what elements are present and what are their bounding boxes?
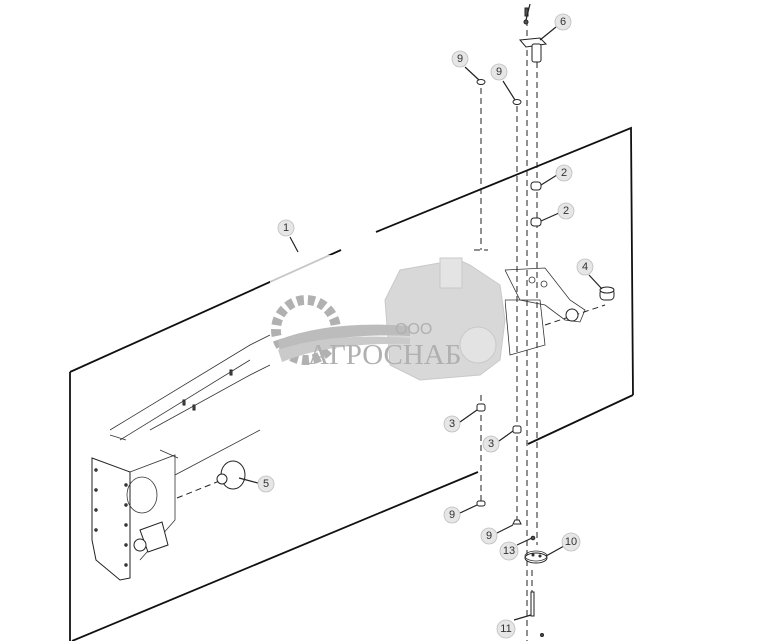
part-5-cap <box>216 460 246 490</box>
callout-label: 3 <box>488 438 494 450</box>
callout-label: 10 <box>565 536 577 548</box>
callout-3a: 3 <box>443 415 461 433</box>
callout-9c: 9 <box>443 506 461 524</box>
callout-6: 6 <box>554 13 572 31</box>
harvester-watermark-icon <box>384 257 506 381</box>
callout-label: 3 <box>449 418 455 430</box>
part-9-washers-bottom <box>476 500 522 525</box>
part-9-washers-top <box>476 79 522 105</box>
callout-label: 9 <box>496 66 502 78</box>
part-13-10-11 <box>524 535 548 637</box>
callout-label: 9 <box>457 53 463 65</box>
callout-label: 9 <box>486 530 492 542</box>
callout-11: 11 <box>496 619 516 639</box>
callout-label: 4 <box>582 261 588 273</box>
callout-2b: 2 <box>557 202 575 220</box>
callout-label: 2 <box>561 167 567 179</box>
watermark-prefix: ООО <box>395 321 432 338</box>
callout-label: 1 <box>283 222 289 234</box>
watermark-company: АГРОСНАБ <box>308 339 461 371</box>
callout-label: 13 <box>503 545 515 557</box>
callout-9b: 9 <box>490 63 508 81</box>
callout-label: 9 <box>449 509 455 521</box>
callout-label: 2 <box>563 205 569 217</box>
callout-9a: 9 <box>451 50 469 68</box>
part-4-cap <box>599 286 615 301</box>
callout-13: 13 <box>499 541 519 561</box>
gear-watermark-icon <box>271 295 410 365</box>
callout-label: 6 <box>560 16 566 28</box>
flange-bolts <box>94 468 128 567</box>
part-2-bushings <box>530 181 542 227</box>
callout-3b: 3 <box>482 435 500 453</box>
callout-10: 10 <box>561 532 581 552</box>
part-1-frame-beam <box>91 334 271 581</box>
part-6-pin <box>518 7 548 63</box>
callout-1: 1 <box>277 219 295 237</box>
callout-label: 11 <box>500 623 511 635</box>
pivot-arm <box>504 267 586 356</box>
callout-4: 4 <box>576 258 594 276</box>
callout-5: 5 <box>257 475 275 493</box>
callout-9d: 9 <box>480 527 498 545</box>
callout-2a: 2 <box>555 164 573 182</box>
watermark: ООО АГРОСНАБ <box>270 255 506 395</box>
part-3-bushings <box>476 403 522 434</box>
callout-label: 5 <box>263 478 269 490</box>
leader-lines <box>238 3 603 621</box>
